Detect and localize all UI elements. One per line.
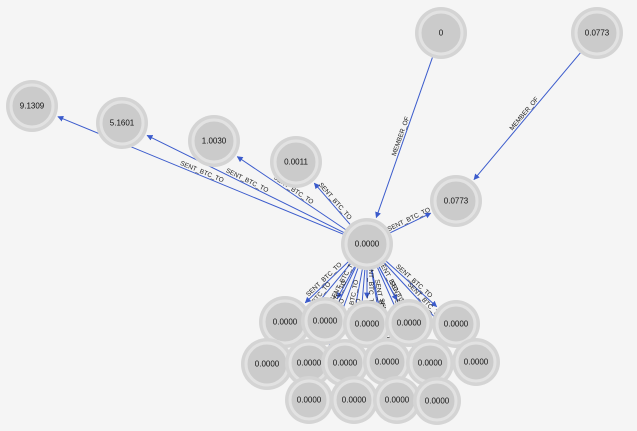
node-label: 0.0000 (444, 320, 469, 329)
node-n_c[interactable]: 1.0030 (188, 115, 240, 167)
edge-label: SENT_BTC_TO (387, 207, 432, 234)
edge-n_e-n_center[interactable] (375, 57, 433, 219)
node-c7[interactable]: 0.0000 (285, 339, 333, 387)
node-label: 0.0000 (375, 358, 400, 367)
node-n_center[interactable]: 0.0000 (341, 218, 393, 270)
edge-label: SENT_BTC_TO (367, 261, 374, 307)
node-n_g[interactable]: 0.0773 (430, 175, 482, 227)
node-circle[interactable] (416, 380, 458, 422)
edge-n_center-c5[interactable] (386, 261, 438, 308)
edge-n_f-n_g[interactable] (473, 52, 581, 181)
node-c4[interactable]: 0.0000 (385, 299, 433, 347)
node-label: 0.0011 (284, 158, 308, 167)
node-label: 0.0000 (355, 320, 380, 329)
nodes-layer: 0.0000 9.1309 5.1601 1.0030 0.0011 0 0.0773 0.0… (6, 7, 623, 425)
node-label: 0.0000 (297, 359, 322, 368)
node-label: 0 (439, 29, 444, 38)
node-label: 0.0000 (385, 396, 410, 405)
node-c12[interactable]: 0.0000 (285, 376, 333, 424)
edge-label: SENT_BTC_TO (225, 167, 270, 194)
node-c13[interactable]: 0.0000 (330, 376, 378, 424)
node-c10[interactable]: 0.0000 (406, 339, 454, 387)
node-label: 0.0000 (313, 317, 338, 326)
node-n_b[interactable]: 5.1601 (96, 97, 148, 149)
node-circle[interactable] (288, 379, 330, 421)
edge-n_center-c2[interactable] (337, 266, 355, 299)
edge-label: SENT_BTC_TO (317, 182, 353, 222)
node-label: 0.0000 (342, 396, 367, 405)
node-label: 9.1309 (20, 102, 45, 111)
edge-n_center-n_d[interactable] (313, 182, 351, 225)
node-circle[interactable] (99, 100, 145, 146)
node-label: 0.0773 (444, 197, 469, 206)
edge-label: MEMBER_OF (391, 116, 411, 157)
node-circle[interactable] (435, 303, 477, 345)
node-n_d[interactable]: 0.0011 (270, 136, 322, 188)
node-label: 0.0000 (418, 359, 443, 368)
node-c15[interactable]: 0.0000 (413, 377, 461, 425)
node-n_a[interactable]: 9.1309 (6, 80, 58, 132)
node-circle[interactable] (574, 10, 620, 56)
node-c9[interactable]: 0.0000 (363, 338, 411, 386)
node-label: 0.0000 (273, 318, 298, 327)
node-label: 0.0000 (297, 396, 322, 405)
node-label: 0.0000 (397, 319, 422, 328)
node-c2[interactable]: 0.0000 (301, 297, 349, 345)
node-circle[interactable] (388, 302, 430, 344)
node-label: 1.0030 (202, 137, 227, 146)
node-c1[interactable]: 0.0000 (259, 296, 311, 348)
node-label: 5.1601 (110, 119, 135, 128)
node-circle[interactable] (9, 83, 55, 129)
edge-n_center-c1[interactable] (304, 261, 349, 304)
node-label: 0.0000 (355, 240, 380, 249)
node-circle[interactable] (455, 341, 497, 383)
node-c5[interactable]: 0.0000 (432, 300, 480, 348)
node-circle[interactable] (344, 221, 390, 267)
node-label: 0.0000 (333, 359, 358, 368)
node-label: 0.0000 (255, 360, 280, 369)
node-label: 0.0773 (585, 29, 610, 38)
node-circle[interactable] (433, 178, 479, 224)
edge-n_center-n_g[interactable] (390, 212, 432, 234)
node-circle[interactable] (418, 10, 464, 56)
node-circle[interactable] (273, 139, 319, 185)
node-n_f[interactable]: 0.0773 (571, 7, 623, 59)
node-label: 0.0000 (425, 397, 450, 406)
node-circle[interactable] (191, 118, 237, 164)
node-n_e[interactable]: 0 (415, 7, 467, 59)
edge-n_center-n_c[interactable] (236, 156, 346, 230)
edge-n_center-n_b[interactable] (146, 134, 344, 233)
node-c11[interactable]: 0.0000 (452, 338, 500, 386)
node-label: 0.0000 (464, 358, 489, 367)
edge-label: MEMBER_OF (509, 96, 541, 132)
node-c14[interactable]: 0.0000 (373, 376, 421, 424)
